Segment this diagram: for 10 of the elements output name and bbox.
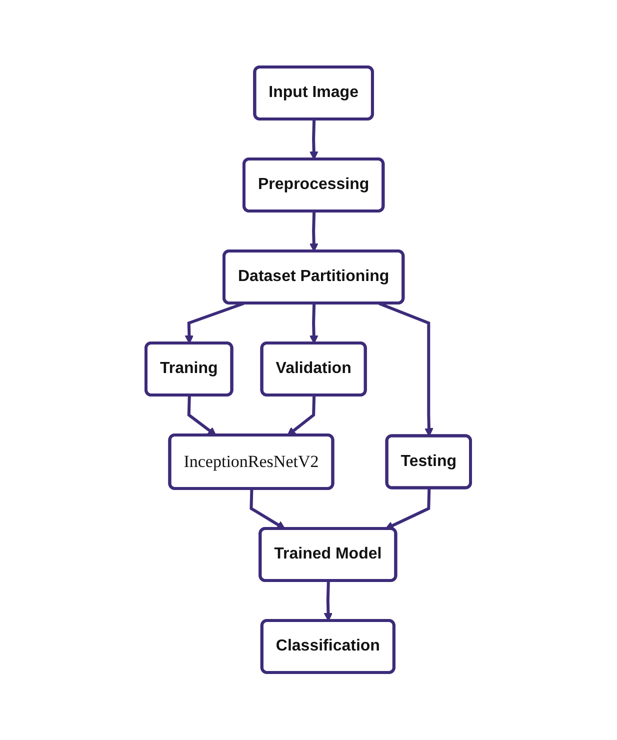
arrow (378, 302, 434, 437)
arrow (185, 302, 244, 344)
arrow (287, 396, 316, 436)
arrow (188, 396, 217, 436)
arrow (385, 488, 431, 530)
arrow (310, 304, 319, 344)
arrow (310, 120, 319, 160)
arrow (250, 489, 286, 530)
arrow (324, 581, 333, 622)
arrow (310, 212, 319, 252)
